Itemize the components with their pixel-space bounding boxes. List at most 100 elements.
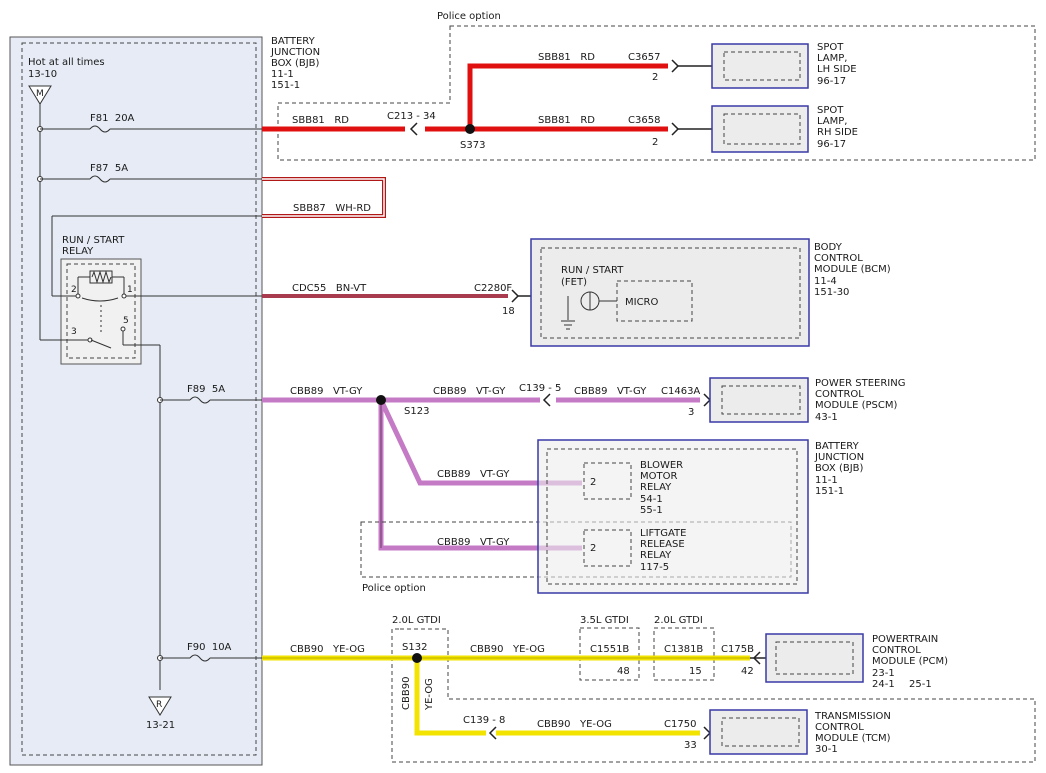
diagram-label: 3 [688, 407, 694, 418]
diagram-label: 2 [652, 72, 658, 83]
diagram-label: SBB81 RD [538, 52, 595, 63]
diagram-label: RH SIDE [817, 127, 858, 138]
diagram-label: 23-1 [872, 668, 895, 679]
diagram-label: 2.0L GTDI [654, 615, 703, 626]
diagram-label: C1551B [590, 644, 629, 655]
diagram-label: C1463A [661, 386, 700, 397]
module-bjb-right: 2 BLOWER MOTOR RELAY 54-1 55-1 2 LIFTGAT… [537, 439, 864, 594]
bjb-top-label: BATTERY JUNCTION BOX (BJB) 11-1 151-1 [270, 36, 320, 91]
module-spot-lamp-lh: SPOT LAMP, LH SIDE 96-17 [711, 42, 857, 89]
diagram-label: CBB90 YE-OG [537, 719, 612, 730]
diagram-label: TRANSMISSION [814, 711, 891, 722]
diagram-label: 2 [590, 477, 596, 488]
fuse-f81-icon [89, 125, 111, 133]
diagram-label: 2 [652, 137, 658, 148]
diagram-label: 11-4 [814, 276, 837, 287]
relay-pin-3: 3 [71, 327, 77, 337]
module-bcm: RUN / START (FET) MICRO BODY CONTROL MOD… [530, 238, 891, 347]
diagram-label: C175B [721, 644, 754, 655]
diagram-label: 96-17 [817, 139, 846, 150]
diagram-label: CBB89 VT-GY [437, 469, 510, 480]
diagram-label: MOTOR [640, 471, 677, 482]
ground-letter: R [156, 700, 162, 710]
diagram-label: SBB87 WH-RD [293, 203, 371, 214]
diagram-label: 151-30 [814, 287, 849, 298]
diagram-label: BOX (BJB) [271, 58, 320, 69]
splice-s373 [465, 124, 475, 134]
gtdi-option-boxes: 2.0L GTDI 3.5L GTDI 2.0L GTDI [391, 615, 1036, 763]
diagram-label: MICRO [625, 297, 659, 308]
diagram-label: SPOT [817, 105, 844, 116]
police-option-top-label: Police option [437, 11, 501, 22]
relay-title-2: RELAY [62, 246, 94, 257]
diagram-label: 42 [741, 666, 754, 677]
diagram-label: C139 - 5 [519, 383, 561, 394]
diagram-label: C1750 [664, 719, 696, 730]
connector-c1750-icon [703, 726, 712, 740]
connector-c1463a-icon [703, 393, 712, 407]
diagram-label: SBB81 RD [538, 115, 595, 126]
diagram-label: BODY [814, 242, 843, 253]
connector-c3657-icon [671, 59, 680, 73]
hot-letter: M [36, 89, 44, 99]
liftgate-release-relay [583, 529, 632, 567]
diagram-label: 33 [684, 740, 697, 751]
diagram-label: 117-5 [640, 562, 669, 573]
diagram-label: LH SIDE [817, 64, 857, 75]
diagram-label: LIFTGATE [640, 528, 686, 539]
diagram-label: S132 [402, 642, 427, 653]
diagram-label: CONTROL [872, 645, 921, 656]
diagram-label: 151-1 [815, 486, 844, 497]
diagram-label: C2280F [474, 283, 512, 294]
fuse-f89-icon [189, 396, 211, 404]
diagram-label: 3.5L GTDI [580, 615, 629, 626]
diagram-label: 24-1 [872, 679, 895, 690]
diagram-label: BLOWER [640, 460, 683, 471]
diagram-label: MODULE (PSCM) [815, 400, 897, 411]
relay-pin-5: 5 [123, 316, 129, 326]
ground-icon [561, 320, 575, 330]
diagram-label: C1381B [664, 644, 703, 655]
diagram-label: YE-OG [424, 678, 435, 711]
bjb-left-panel: Hot at all times 13-10 M F81 20A F87 5A … [9, 36, 263, 766]
fuse-f90-label: F90 10A [187, 642, 232, 653]
splice-s132 [412, 653, 422, 663]
diagram-label: 151-1 [271, 80, 300, 91]
diagram-label: POWERTRAIN [872, 634, 938, 645]
diagram-label: CBB89 VT-GY [290, 386, 363, 397]
relay-pin-1: 1 [127, 285, 133, 295]
diagram-label: SPOT [817, 42, 844, 53]
diagram-label: LAMP, [817, 116, 847, 127]
hot-ref-label: 13-10 [28, 69, 57, 80]
diagram-label: 48 [617, 666, 630, 677]
diagram-label: 2 [590, 543, 596, 554]
circuit-cbb89: CBB89 VT-GY S123 CBB89 VT-GY C139 - 5 CB… [262, 383, 712, 551]
diagram-label: 96-17 [817, 76, 846, 87]
circuit-cbb90: CBB90 YE-OG S132 CBB90 YE-OG C1551B 48 C… [262, 642, 766, 751]
diagram-label: CBB90 YE-OG [470, 644, 545, 655]
blower-motor-relay [583, 462, 632, 500]
connector-c2280f-icon [511, 289, 520, 303]
ground-ref-label: 13-21 [146, 720, 175, 731]
diagram-label: 54-1 [640, 494, 663, 505]
fuse-f87-label: F87 5A [90, 163, 128, 174]
diagram-label: MODULE (PCM) [872, 656, 948, 667]
circuit-sbb81: SBB81 RD C213 - 34 S373 SBB81 RD C3657 2… [262, 52, 712, 151]
connector-c139-5-icon [542, 393, 551, 407]
diagram-label: BOX (BJB) [815, 463, 864, 474]
diagram-label: JUNCTION [814, 452, 864, 463]
relay-title-1: RUN / START [62, 235, 125, 246]
police-option-mid-label: Police option [362, 583, 426, 594]
diagram-label: (FET) [561, 277, 587, 288]
relay-pin-2: 2 [71, 285, 77, 295]
diagram-label: 11-1 [815, 475, 838, 486]
diagram-label: CBB89 VT-GY [433, 386, 506, 397]
diagram-label: 25-1 [909, 679, 932, 690]
hot-feed-triangle-icon [28, 85, 52, 105]
diagram-label: CBB90 YE-OG [290, 644, 365, 655]
diagram-label: S373 [460, 140, 485, 151]
diagram-label: C213 - 34 [387, 111, 436, 122]
diagram-label: 55-1 [640, 505, 663, 516]
diagram-label: S123 [404, 406, 429, 417]
